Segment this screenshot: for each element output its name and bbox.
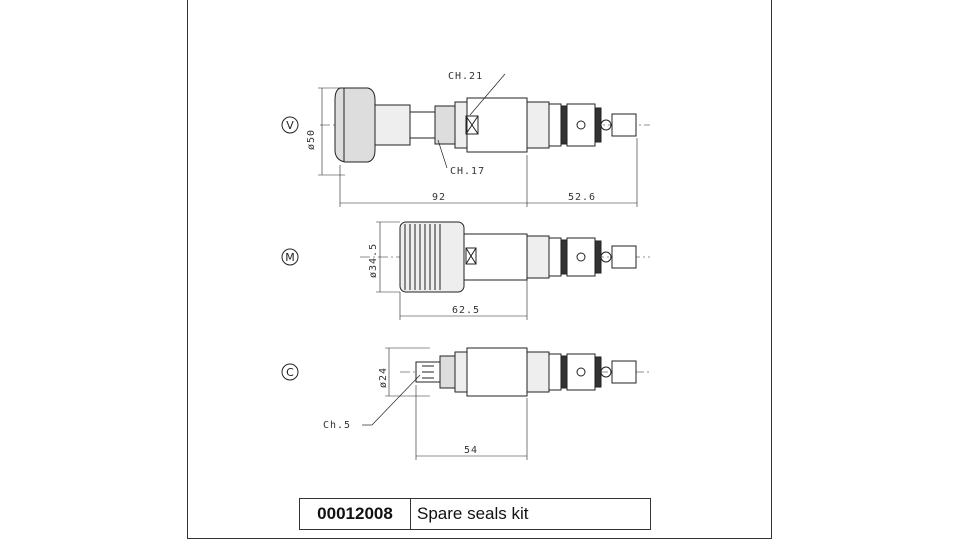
part-code: 00012008 [300, 499, 411, 529]
view-v: V CH.21 CH.17 ø50 9 [281, 71, 650, 207]
view-c-ch: Ch.5 [323, 420, 351, 431]
view-v-len1: 92 [432, 192, 446, 203]
view-v-symbol: V [286, 119, 294, 132]
view-c-dia: ø24 [378, 367, 389, 388]
view-v-marker [281, 116, 299, 134]
view-c-symbol: C [286, 366, 294, 379]
part-description: Spare seals kit [417, 504, 529, 523]
view-c-marker [281, 363, 299, 381]
view-v-dia: ø50 [306, 129, 317, 150]
view-c-len: 54 [464, 445, 478, 456]
view-m-symbol: M [285, 251, 295, 264]
view-v-label-ch21: CH.21 [448, 71, 483, 82]
view-v-len2: 52.6 [568, 192, 596, 203]
view-m-len: 62.5 [452, 305, 480, 316]
view-v-label-ch17: CH.17 [450, 166, 485, 177]
view-m-marker [281, 248, 299, 266]
drawing-frame [187, 0, 772, 539]
view-m: M ø34.5 62.5 [281, 221, 650, 320]
view-m-dia: ø34.5 [368, 243, 379, 278]
title-block: 00012008 Spare seals kit [299, 498, 651, 530]
view-c: C ø24 Ch.5 54 [281, 347, 650, 460]
